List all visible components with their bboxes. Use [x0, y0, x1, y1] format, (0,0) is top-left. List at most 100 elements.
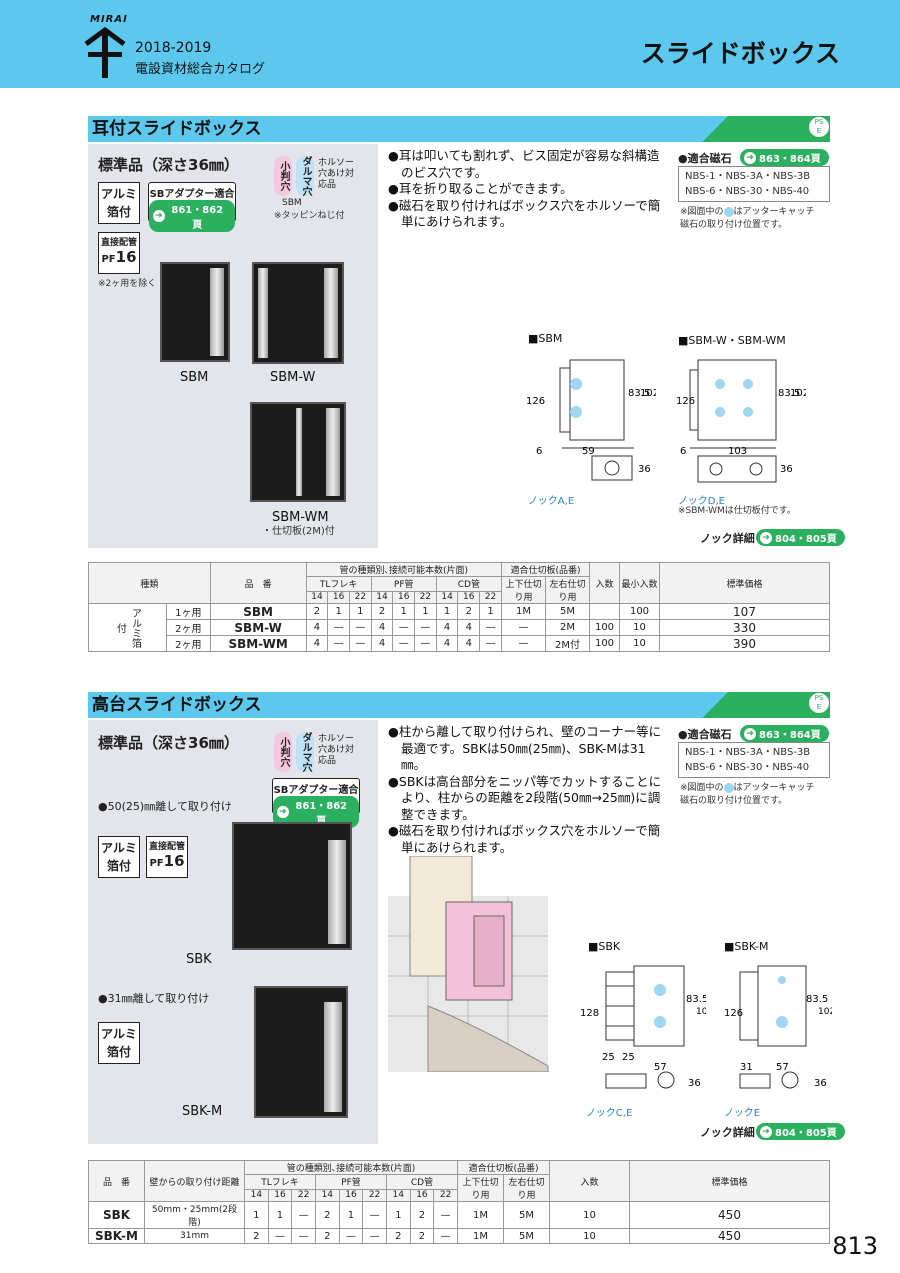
sb-adapter-link[interactable]: ➜861・862頁: [149, 200, 235, 232]
magnet-label-2: ●適合磁石: [678, 728, 732, 741]
svg-text:102: 102: [696, 1007, 706, 1017]
magnet-note-2: ※図面中のはアッターキャッチ磁石の取り付け位置です。: [680, 782, 815, 806]
svg-text:126: 126: [526, 396, 545, 407]
mount-note-1: ●50(25)㎜離して取り付け: [98, 800, 232, 813]
drawing-sbk-title: ■SBK: [588, 940, 621, 953]
svg-text:83.5: 83.5: [806, 994, 828, 1005]
svg-text:25: 25: [602, 1052, 615, 1063]
section1-title-bar: 耳付スライドボックス: [88, 116, 830, 142]
drawing-sbm-w-knock: ノックD,E: [678, 496, 725, 507]
standard-label-2: 標準品（深さ36㎜）: [98, 734, 239, 752]
badge-kohan-2: 小判穴: [274, 732, 292, 772]
tappin-note: ※タッピンねじ付: [274, 211, 345, 221]
except-note: ※2ヶ用を除く: [98, 279, 157, 289]
mirai-logo-icon: [84, 26, 126, 78]
sb-adapter-box: SBアダプター適合 ➜861・862頁: [148, 182, 236, 232]
svg-text:36: 36: [638, 464, 651, 475]
svg-text:83.5: 83.5: [686, 994, 706, 1005]
page-number: 813: [832, 1232, 878, 1260]
alumi-badge-3: アルミ箔付: [98, 1022, 140, 1064]
knock-detail-link-2[interactable]: ➜804・805頁: [756, 1123, 845, 1140]
brand-name: MIRAI: [90, 14, 128, 25]
badge-sbm: SBM: [282, 198, 302, 208]
svg-text:83.5: 83.5: [778, 388, 800, 399]
knock-detail-label: ノック詳細: [700, 532, 755, 545]
sbm-w-caption: SBM-W: [270, 370, 316, 385]
svg-text:83.5: 83.5: [628, 388, 650, 399]
sbk-m-caption: SBK-M: [182, 1104, 223, 1119]
sbk-m-product-image: [254, 986, 348, 1118]
sbm-wm-caption: SBM-WM: [272, 510, 329, 525]
svg-text:102: 102: [818, 1007, 832, 1017]
badge-kohan: 小判穴: [274, 156, 292, 196]
sbm-caption: SBM: [180, 370, 209, 385]
section1-title: 耳付スライドボックス: [88, 116, 728, 142]
drawing-sbm-w-title: ■SBM-W・SBM-WM: [678, 334, 786, 347]
catalog-name: 電設資材総合カタログ: [135, 62, 266, 77]
svg-text:36: 36: [814, 1078, 827, 1089]
direct-pipe-badge: 直接配管 PF16: [98, 232, 140, 274]
svg-text:59: 59: [582, 446, 595, 457]
section1-spec-table: 種類 品 番 管の種類別､接続可能本数(片面) 適合仕切板(品番) 入数 最小入…: [88, 562, 830, 652]
standard-label: 標準品（深さ36㎜）: [98, 156, 239, 174]
knock-detail-link[interactable]: ➜804・805頁: [756, 529, 845, 546]
svg-text:128: 128: [580, 1008, 599, 1019]
section2-title: 高台スライドボックス: [88, 692, 728, 718]
page-title: スライドボックス: [640, 39, 840, 68]
svg-text:6: 6: [536, 446, 542, 457]
sb-adapter-box-2: SBアダプター適合 ➜861・862頁: [272, 778, 360, 828]
sbm-product-image: [160, 262, 230, 362]
section2-features: ●柱から離して取り付けられ、壁のコーナー等に最適です。SBKは50㎜(25㎜)、…: [388, 724, 662, 855]
svg-text:57: 57: [776, 1062, 789, 1073]
magnet-note: ※図面中のはアッターキャッチ磁石の取り付け位置です。: [680, 206, 815, 230]
drawing-sbk: 128 83.5 102 25 25 57 36: [580, 965, 706, 1089]
direct-pipe-badge-2: 直接配管 PF16: [146, 836, 188, 878]
svg-text:126: 126: [676, 396, 695, 407]
mount-note-2: ●31㎜離して取り付け: [98, 992, 210, 1005]
badge-holsaw-2: ホルソー穴あけ対応品: [318, 734, 355, 766]
badge-daruma: ダルマ穴: [296, 156, 314, 196]
page-header: [0, 0, 900, 88]
section1-features: ●耳は叩いても割れず、ビス固定が容易な斜構造のビス穴です。●耳を折り取ることがで…: [388, 148, 661, 229]
magnet-link-2[interactable]: ➜863・864頁: [740, 725, 829, 742]
badge-holsaw: ホルソー穴あけ対応品: [318, 158, 355, 190]
svg-text:6: 6: [680, 446, 686, 457]
section2-title-bar: 高台スライドボックス: [88, 692, 830, 718]
drawing-sbk-m-knock: ノックE: [724, 1108, 761, 1119]
catalog-year: 2018-2019: [135, 40, 212, 56]
svg-text:102: 102: [640, 388, 656, 399]
drawing-sbm-title: ■SBM: [528, 332, 563, 345]
sbm-wm-product-image: [250, 402, 346, 502]
svg-text:36: 36: [780, 464, 793, 475]
sbm-w-product-image: [252, 262, 344, 364]
drawing-sbk-m-title: ■SBK-M: [724, 940, 769, 953]
svg-text:102: 102: [790, 388, 806, 399]
sbk-caption: SBK: [186, 952, 212, 967]
svg-text:126: 126: [724, 1008, 743, 1019]
badge-daruma-2: ダルマ穴: [296, 732, 314, 772]
sbm-wm-subcaption: ・仕切板(2M)付: [262, 526, 335, 537]
drawing-sbk-knock: ノックC,E: [586, 1108, 633, 1119]
svg-text:36: 36: [688, 1078, 701, 1089]
alumi-badge-2: アルミ箔付: [98, 836, 140, 878]
section2-spec-table: 品 番 壁からの取り付け距離 管の種類別､接続可能本数(片面) 適合仕切板(品番…: [88, 1160, 830, 1244]
drawing-sbm-w-note: ※SBM-WMは仕切板付です。: [678, 506, 796, 516]
knock-detail-label-2: ノック詳細: [700, 1126, 755, 1139]
svg-text:103: 103: [728, 446, 747, 457]
svg-text:57: 57: [654, 1062, 667, 1073]
installation-illustration: [388, 856, 549, 1072]
svg-text:25: 25: [622, 1052, 635, 1063]
magnet-link[interactable]: ➜863・864頁: [740, 149, 829, 166]
